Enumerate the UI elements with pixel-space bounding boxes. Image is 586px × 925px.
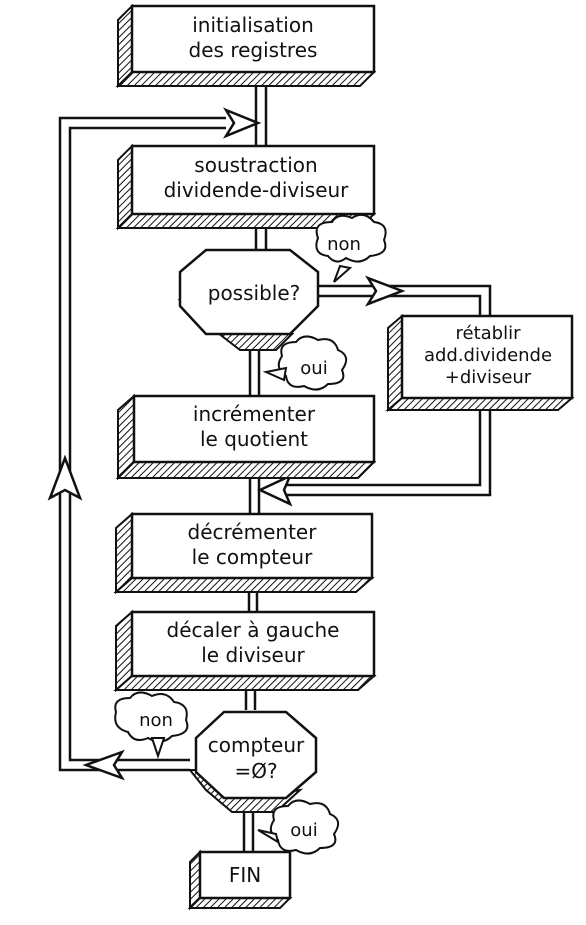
possible-label: possible? — [208, 281, 301, 305]
init-box: initialisation des registres — [115, 3, 377, 89]
restore-line-1: rétablir — [456, 323, 522, 344]
restore-line-3: +diviseur — [445, 367, 532, 388]
subtract-box: soustraction dividende-diviseur — [115, 143, 377, 231]
restore-line-2: add.dividende — [424, 345, 552, 366]
counter-yes-label: oui — [290, 820, 317, 841]
subtract-line-2: dividende-diviseur — [164, 178, 350, 202]
subtract-line-1: soustraction — [194, 153, 317, 177]
bubble-possible-yes: oui — [262, 335, 348, 391]
restore-pipe-outer — [310, 284, 492, 316]
end-label: FIN — [229, 863, 261, 887]
bubble-possible-no: non — [315, 213, 387, 283]
shift-line-1: décaler à gauche — [167, 618, 340, 642]
arrowheads — [47, 107, 406, 781]
counter-line-2: =Ø? — [234, 759, 277, 783]
decrement-line-2: le compteur — [192, 545, 313, 569]
counter-line-1: compteur — [208, 733, 305, 757]
increment-line-1: incrémenter — [193, 402, 316, 426]
end-box: FIN — [187, 849, 293, 911]
decrement-box: décrémenter le compteur — [113, 511, 375, 595]
decrement-line-1: décrémenter — [188, 520, 318, 544]
bubble-counter-no: non — [114, 691, 189, 760]
increment-line-2: le quotient — [200, 427, 308, 451]
counter-no-label: non — [139, 710, 173, 731]
return-pipe-outer — [286, 410, 492, 497]
arrow-to-restore — [365, 275, 406, 307]
possible-yes-label: oui — [300, 358, 327, 379]
init-line-2: des registres — [189, 38, 318, 62]
restore-box: rétablir add.dividende +diviseur — [385, 313, 575, 413]
connectors — [58, 85, 492, 852]
possible-decision: possible? — [177, 248, 320, 351]
counter-decision: compteur =Ø? — [187, 710, 318, 813]
bubble-counter-yes: oui — [257, 799, 340, 855]
arrow-left-from-counter — [82, 749, 125, 781]
return-pipe-inner — [286, 410, 482, 487]
shift-line-2: le diviseur — [201, 643, 305, 667]
restore-pipe-inner — [310, 294, 482, 316]
shift-box: décaler à gauche le diviseur — [113, 609, 377, 693]
possible-no-label: non — [327, 234, 361, 255]
loop-pipe-outer — [58, 116, 226, 772]
increment-box: incrémenter le quotient — [115, 393, 377, 481]
arrow-return-to-spine — [257, 473, 293, 507]
arrow-up-left-loop — [47, 454, 83, 501]
arrow-into-loop-top — [222, 107, 262, 139]
loop-pipe-inner — [68, 126, 226, 762]
init-line-1: initialisation — [192, 13, 314, 37]
